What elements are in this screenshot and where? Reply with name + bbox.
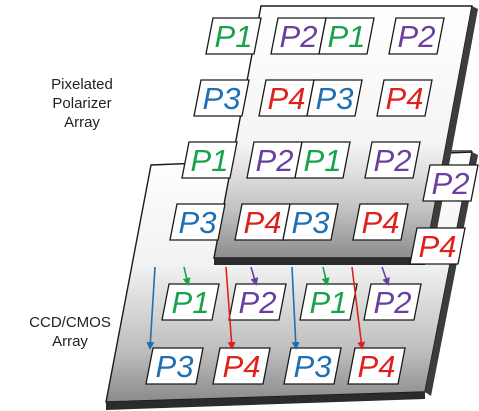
sensor-cell-r1-c4-label: P2 — [374, 285, 412, 320]
polarizer-cell-r2-c1-label: P3 — [203, 81, 241, 116]
polarizer-cell-r4-c1-frame — [169, 203, 226, 241]
polarizer-cell-r2-c4-frame — [376, 79, 433, 117]
light-arrow-8 — [381, 266, 390, 286]
polarizer-cell-r3-c1: P1 — [181, 141, 238, 179]
sensor-cell-r1-c2-label: P2 — [239, 285, 277, 320]
polarizer-cell-r1-c4-frame — [388, 17, 445, 55]
sensor-cell-r1-c4-frame — [363, 283, 422, 321]
polarizer-cell-r1-c4: P2 — [388, 17, 445, 55]
sensor-cell-r2-c3-frame — [283, 347, 342, 385]
ccd-label-line2: Array — [52, 333, 88, 350]
polarizer-array-label: Pixelated Polarizer Array — [22, 75, 142, 132]
sensor-board-right-edge — [425, 152, 478, 396]
hidden-cell-p2: P2 — [422, 164, 479, 202]
polarizer-cell-r1-c2-label: P2 — [280, 19, 318, 54]
polarizer-cell-r3-c3-label: P1 — [304, 143, 342, 178]
light-arrow-5 — [291, 266, 300, 350]
polarizer-cell-r1-c2: P2 — [270, 17, 327, 55]
hidden-cell-p4-frame — [409, 227, 466, 265]
polarizer-cell-r3-c2: P2 — [246, 141, 303, 179]
sensor-cell-r1-c3: P1 — [299, 283, 358, 321]
sensor-cell-r2-c3: P3 — [283, 347, 342, 385]
hidden-cell-p2-frame — [422, 164, 479, 202]
polarizer-cell-r4-c4-label: P4 — [362, 205, 400, 240]
polarizer-cell-r1-c1: P1 — [205, 17, 262, 55]
polarizer-cell-r4-c1: P3 — [169, 203, 226, 241]
polarizer-cell-r2-c2: P4 — [258, 79, 315, 117]
light-arrow-3 — [225, 266, 236, 350]
polarizer-cell-r4-c3-label: P3 — [292, 205, 330, 240]
polarizer-cell-r2-c3: P3 — [306, 79, 363, 117]
polarizer-board-edge — [214, 258, 425, 265]
polarizer-cell-r1-c4-label: P2 — [398, 19, 436, 54]
polarizer-cell-r2-c4: P4 — [376, 79, 433, 117]
light-arrow-2 — [182, 266, 191, 286]
sensor-cell-r2-c4: P4 — [347, 347, 406, 385]
polarizer-cell-r1-c1-frame — [205, 17, 262, 55]
sensor-board-edge — [106, 392, 425, 410]
polarizer-cell-r1-c3: P1 — [318, 17, 375, 55]
sensor-cell-r2-c2-frame — [212, 347, 271, 385]
ccd-label-line1: CCD/CMOS — [29, 314, 111, 331]
hidden-cell-p2-label: P2 — [432, 166, 470, 201]
sensor-cell-r2-c1: P3 — [145, 347, 204, 385]
hidden-cell-p4: P4 — [409, 227, 466, 265]
light-arrow-6 — [321, 266, 330, 286]
polarizer-cell-r2-c2-label: P4 — [268, 81, 306, 116]
polarizer-cell-r3-c3-frame — [294, 141, 351, 179]
hidden-cell-p4-label: P4 — [419, 229, 457, 264]
sensor-cell-r2-c1-label: P3 — [156, 349, 194, 384]
polarizer-cell-r4-c2: P4 — [234, 203, 291, 241]
polarizer-cell-r3-c1-label: P1 — [191, 143, 229, 178]
polarizer-cell-r2-c3-label: P3 — [316, 81, 354, 116]
polarizer-label-line1: Pixelated — [51, 76, 113, 93]
polarizer-cell-r4-c4-frame — [352, 203, 409, 241]
sensor-cell-r2-c1-frame — [145, 347, 204, 385]
polarizer-cell-r3-c2-label: P2 — [256, 143, 294, 178]
polarizer-cell-r2-c3-frame — [306, 79, 363, 117]
sensor-cell-r1-c2-frame — [228, 283, 287, 321]
sensor-cell-r2-c4-label: P4 — [358, 349, 396, 384]
light-arrows — [146, 266, 390, 350]
sensor-cell-r1-c3-label: P1 — [310, 285, 348, 320]
polarizer-cell-r3-c1-frame — [181, 141, 238, 179]
sensor-cell-r1-c2: P2 — [228, 283, 287, 321]
polarizer-cell-r4-c2-label: P4 — [244, 205, 282, 240]
sensor-cell-r2-c3-label: P3 — [294, 349, 332, 384]
light-arrow-1 — [146, 266, 156, 350]
polarizer-cell-r1-c1-label: P1 — [215, 19, 253, 54]
sensor-cell-r1-c1: P1 — [161, 283, 220, 321]
polarizer-cell-r4-c4: P4 — [352, 203, 409, 241]
light-arrow-4 — [250, 266, 259, 286]
polarizer-cell-r1-c3-frame — [318, 17, 375, 55]
polarizer-label-line2: Polarizer — [52, 95, 112, 112]
polarizer-cell-r3-c3: P1 — [294, 141, 351, 179]
polarizer-cell-r2-c4-label: P4 — [386, 81, 424, 116]
sensor-cell-r1-c1-frame — [161, 283, 220, 321]
polarizer-cell-r2-c1: P3 — [193, 79, 250, 117]
polarizer-cell-r4-c1-label: P3 — [179, 205, 217, 240]
polarizer-cell-r3-c4: P2 — [364, 141, 421, 179]
ccd-array-label: CCD/CMOS Array — [10, 313, 130, 351]
sensor-cell-r1-c3-frame — [299, 283, 358, 321]
polarizer-cell-r4-c3: P3 — [282, 203, 339, 241]
sensor-cell-r1-c1-label: P1 — [172, 285, 210, 320]
polarizer-cell-r3-c4-frame — [364, 141, 421, 179]
polarizer-label-line3: Array — [64, 114, 100, 131]
polarizer-cell-r4-c3-frame — [282, 203, 339, 241]
polarizer-cell-r1-c3-label: P1 — [328, 19, 366, 54]
polarizer-cell-r2-c1-frame — [193, 79, 250, 117]
polarizer-cell-r3-c4-label: P2 — [374, 143, 412, 178]
sensor-cell-r2-c2: P4 — [212, 347, 271, 385]
sensor-cell-r1-c4: P2 — [363, 283, 422, 321]
sensor-cell-r2-c2-label: P4 — [223, 349, 261, 384]
light-arrow-7 — [351, 266, 366, 350]
sensor-cell-r2-c4-frame — [347, 347, 406, 385]
